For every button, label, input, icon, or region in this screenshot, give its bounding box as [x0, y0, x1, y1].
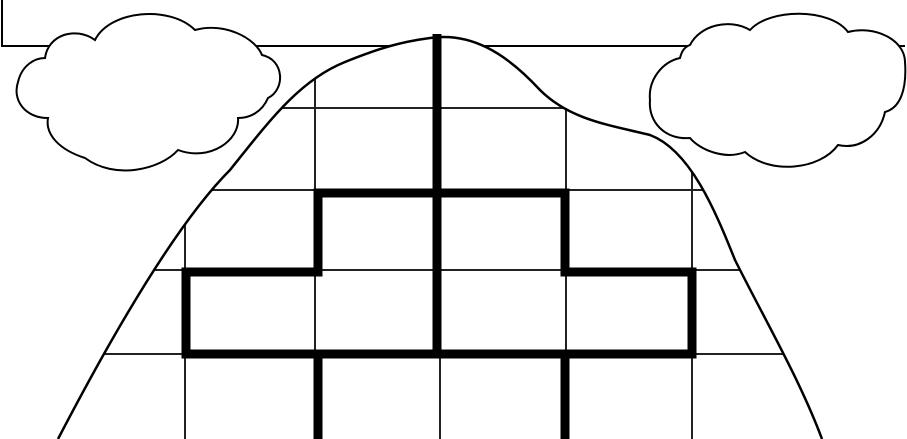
cloud-left [17, 14, 281, 170]
cloud-right [650, 14, 906, 167]
